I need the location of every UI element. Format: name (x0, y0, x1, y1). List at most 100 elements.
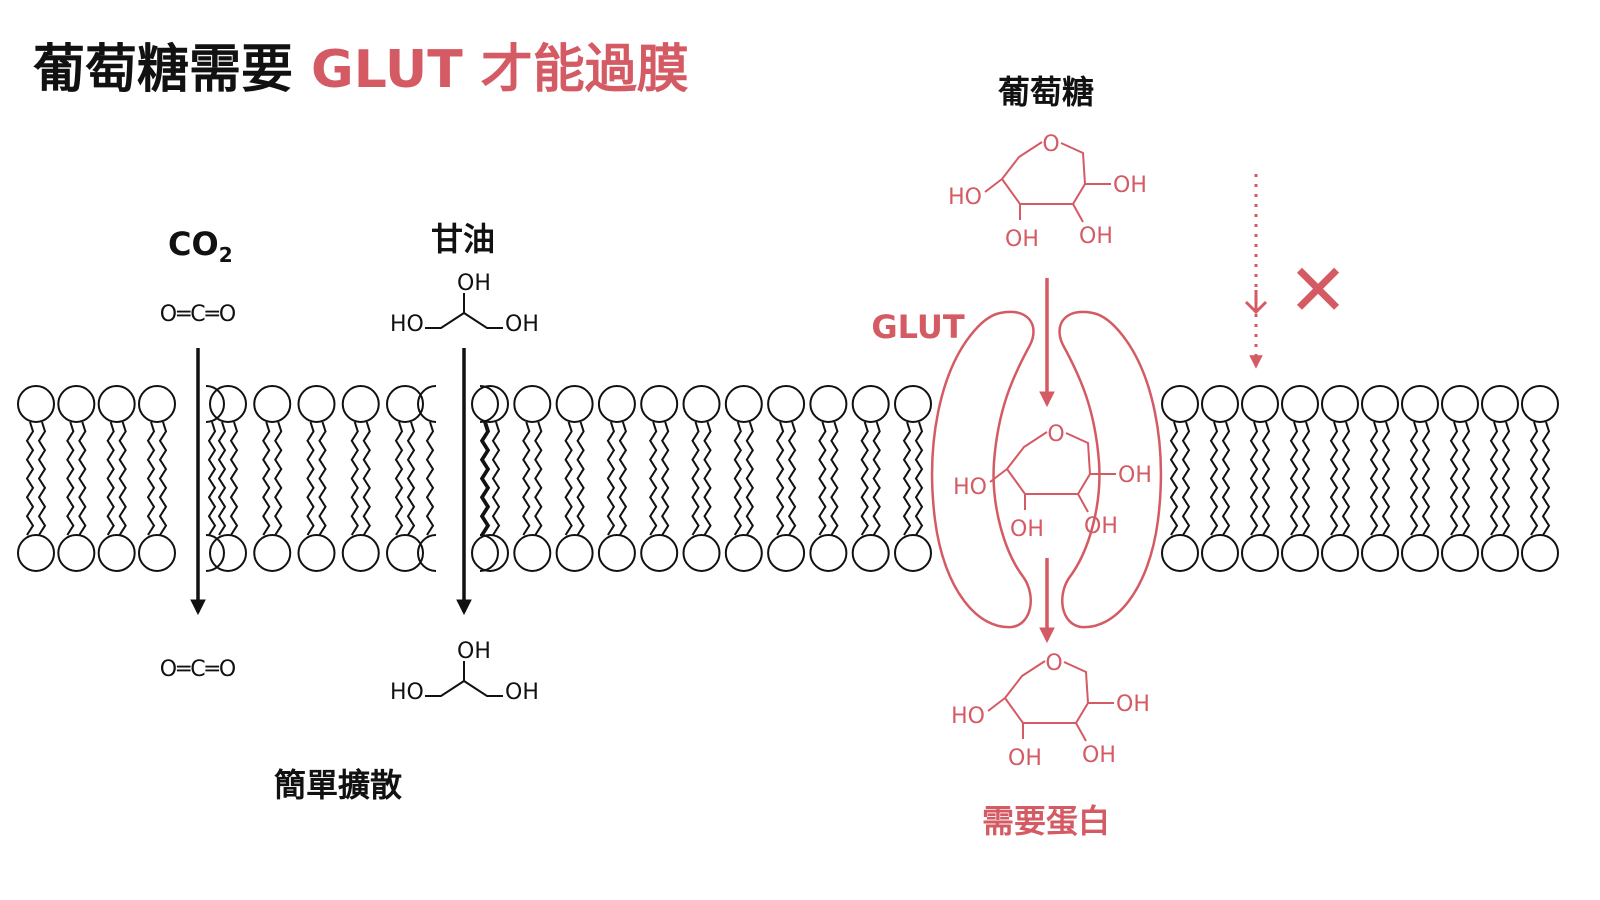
lipid-head-inner (97, 534, 136, 572)
lipid-head-inner (1401, 534, 1439, 572)
lipid-head-inner (1321, 534, 1359, 572)
lipid-tail (703, 421, 712, 536)
lipid-head-inner (809, 534, 848, 572)
lipid-head-inner (851, 534, 890, 572)
glucose-label: 葡萄糖 (998, 73, 1094, 111)
lipid-tail (425, 421, 435, 536)
lipid-tail (1369, 421, 1379, 536)
lipid-head-partial (205, 385, 225, 423)
lipid-head-partial (205, 534, 225, 572)
lipid-head-inner (17, 534, 55, 572)
lipid-head-outer (97, 385, 136, 423)
lipid-head-inner (471, 534, 509, 572)
lipid-tail (1261, 421, 1271, 536)
glut-transporter (930, 310, 1163, 629)
lipid-head-outer (640, 385, 679, 423)
lipid-tail (830, 421, 839, 536)
lipid-head-outer (767, 385, 806, 423)
lipid-head-outer (682, 385, 721, 423)
lipid-tail (1341, 421, 1351, 536)
lipid-tail (78, 421, 87, 536)
lipid-head-outer (1161, 385, 1199, 423)
glut-right-subunit (1058, 310, 1163, 629)
lipid-tail (576, 421, 585, 536)
lipid-tail (1449, 421, 1459, 536)
lipid-tail (350, 421, 359, 536)
glycerol-oh-right-bottom: OH (505, 680, 539, 705)
lipid-tail (158, 421, 168, 536)
simple-diffusion-label: 簡單擴散 (274, 766, 402, 804)
lipid-tail (1221, 421, 1231, 536)
lipid-head-inner (209, 534, 247, 572)
lipid-head-outer (1401, 385, 1439, 423)
lipid-tail (1301, 421, 1311, 536)
lipid-tail (872, 421, 881, 536)
lipid-tail (106, 421, 115, 536)
lipid-head-outer (1201, 385, 1239, 423)
glycerol-ho-left: HO (390, 312, 424, 337)
lipid-head-outer (1321, 385, 1359, 423)
lipid-tail (146, 421, 156, 536)
lipid-head-outer (597, 385, 636, 423)
lipid-tail (1381, 421, 1391, 536)
lipid-tail (66, 421, 75, 536)
lipid-head-inner (1361, 534, 1399, 572)
lipid-head-outer (809, 385, 848, 423)
lipid-tail (1289, 421, 1299, 536)
glucose-molecule-bottom (950, 650, 1151, 772)
glycerol-ho-left-bottom: HO (390, 680, 424, 705)
lipid-head-inner (640, 534, 679, 572)
lipid-tail (1541, 421, 1551, 536)
lipid-tail (25, 421, 35, 536)
lipid-head-partial (417, 534, 437, 572)
lipid-head-inner (57, 534, 96, 572)
lipid-head-inner (1201, 534, 1239, 572)
lipid-tail (860, 421, 869, 536)
lipid-head-outer (894, 385, 932, 423)
lipid-tail (775, 421, 785, 536)
lipid-head-inner (555, 534, 594, 572)
lipid-tail (406, 421, 416, 536)
lipid-tail (362, 421, 371, 536)
lipid-tail (118, 421, 127, 536)
lipid-tail (745, 421, 754, 536)
lipid-head-outer (1241, 385, 1279, 423)
lipid-head-inner (253, 534, 292, 572)
lipid-head-outer (138, 385, 176, 423)
lipid-head-outer (851, 385, 890, 423)
glycerol-molecule-bottom: OH HO OH (390, 639, 539, 705)
lipid-tail (1249, 421, 1259, 536)
lipid-tail (534, 421, 543, 536)
title-highlight: GLUT 才能過膜 (311, 40, 689, 100)
lipid-tail (564, 421, 573, 536)
lipid-tail (1501, 421, 1511, 536)
lipid-tail (491, 421, 501, 536)
lipid-tail (229, 421, 239, 536)
lipid-tail (733, 421, 742, 536)
lipid-tail (262, 421, 271, 536)
lipid-head-partial (479, 385, 499, 423)
lipid-tail (306, 421, 315, 536)
lipid-tail (1169, 421, 1179, 536)
lipid-head-outer (57, 385, 96, 423)
lipid-head-inner (682, 534, 721, 572)
glycerol-oh-top: OH (457, 271, 491, 296)
lipid-head-inner (894, 534, 932, 572)
lipid-head-outer (724, 385, 763, 423)
lipid-tail (618, 421, 628, 536)
lipid-head-inner (1281, 534, 1319, 572)
lipid-head-outer (209, 385, 247, 423)
glycerol-oh-top-bottom: OH (457, 639, 491, 664)
lipid-head-inner (1521, 534, 1559, 572)
lipid-tail (606, 421, 616, 536)
lipid-tail (37, 421, 47, 536)
lipid-tail (1421, 421, 1431, 536)
lipid-tail (394, 421, 404, 536)
glycerol-oh-right: OH (505, 312, 539, 337)
glycerol-molecule-top: OH HO OH (390, 271, 539, 337)
lipid-head-inner (1441, 534, 1479, 572)
lipid-tail (691, 421, 700, 536)
lipid-head-outer (555, 385, 594, 423)
lipid-tail (207, 421, 217, 536)
